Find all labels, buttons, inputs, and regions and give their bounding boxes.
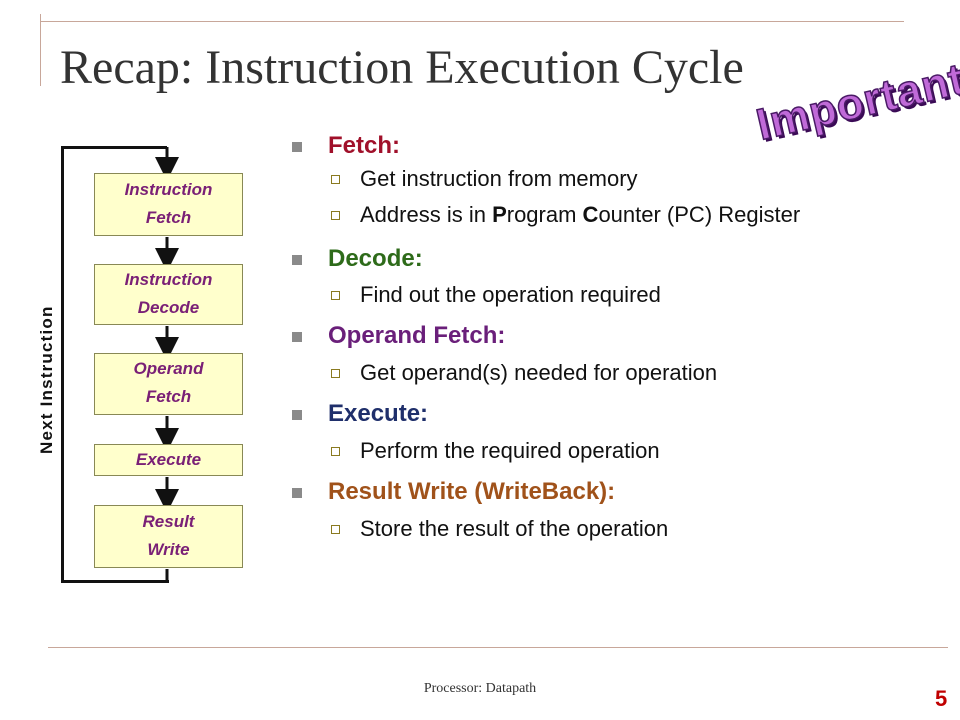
box-instruction-decode-line1: Instruction (124, 270, 213, 289)
bullet-list: Fetch: Get instruction from memory Addre… (290, 128, 910, 541)
address-text-b: rogram (506, 202, 583, 227)
sub-item-text: Get instruction from memory (360, 166, 638, 191)
box-execute-line1: Execute (135, 450, 202, 469)
address-text-p: P (492, 202, 507, 227)
sub-bullet-square-icon (331, 447, 340, 456)
diagram-arrows (155, 147, 179, 581)
box-instruction-decode: Instruction Decode (94, 264, 243, 325)
heading-result-write: Result Write (WriteBack): (290, 474, 910, 510)
sub-item-result-write-1: Store the result of the operation (290, 516, 910, 541)
sub-item-text: Get operand(s) needed for operation (360, 360, 718, 385)
sub-item-text: Store the result of the operation (360, 516, 669, 541)
heading-decode: Decode: (290, 241, 910, 277)
box-instruction-decode-line2: Decode (137, 298, 200, 317)
sub-bullet-square-icon (331, 175, 340, 184)
box-operand-fetch-line2: Fetch (145, 387, 192, 406)
sub-bullet-square-icon (331, 291, 340, 300)
heading-fetch: Fetch: (290, 128, 910, 164)
address-text-d: ounter (PC) Register (598, 202, 801, 227)
box-execute: Execute (94, 444, 243, 476)
box-operand-fetch-line1: Operand (133, 359, 204, 378)
frame-bottom-line (48, 647, 948, 648)
sub-item-fetch-2: Address is in Program Counter (PC) Regis… (290, 202, 910, 227)
slide-footer: Processor: Datapath (423, 681, 537, 696)
sub-item-operand-fetch-1: Get operand(s) needed for operation (290, 360, 910, 385)
sub-bullet-square-icon (331, 369, 340, 378)
heading-operand-fetch: Operand Fetch: (290, 318, 910, 354)
frame-top-line (40, 21, 904, 22)
sub-item-execute-1: Perform the required operation (290, 438, 910, 463)
box-instruction-fetch-line1: Instruction (124, 180, 213, 199)
box-result-write-line1: Result (142, 512, 195, 531)
sub-item-text: Find out the operation required (360, 282, 661, 307)
sub-item-fetch-1: Get instruction from memory (290, 166, 910, 191)
address-text-a: Address is in (360, 202, 493, 227)
sub-bullet-square-icon (331, 211, 340, 220)
page-number: 5 (935, 686, 948, 711)
loop-line-left (61, 146, 64, 582)
sub-bullet-square-icon (331, 525, 340, 534)
heading-execute: Execute: (290, 396, 910, 432)
sub-item-decode-1: Find out the operation required (290, 282, 910, 307)
address-text-c: C (582, 202, 599, 227)
sub-item-text: Perform the required operation (360, 438, 660, 463)
box-result-write: Result Write (94, 505, 243, 568)
box-operand-fetch: Operand Fetch (94, 353, 243, 415)
loop-line-top (61, 146, 167, 149)
box-result-write-line2: Write (147, 540, 190, 559)
box-instruction-fetch: Instruction Fetch (94, 173, 243, 236)
loop-line-bottom (61, 580, 169, 583)
box-instruction-fetch-line2: Fetch (145, 208, 192, 227)
slide-title: Recap: Instruction Execution Cycle (60, 41, 744, 94)
frame-left-line (40, 14, 41, 86)
